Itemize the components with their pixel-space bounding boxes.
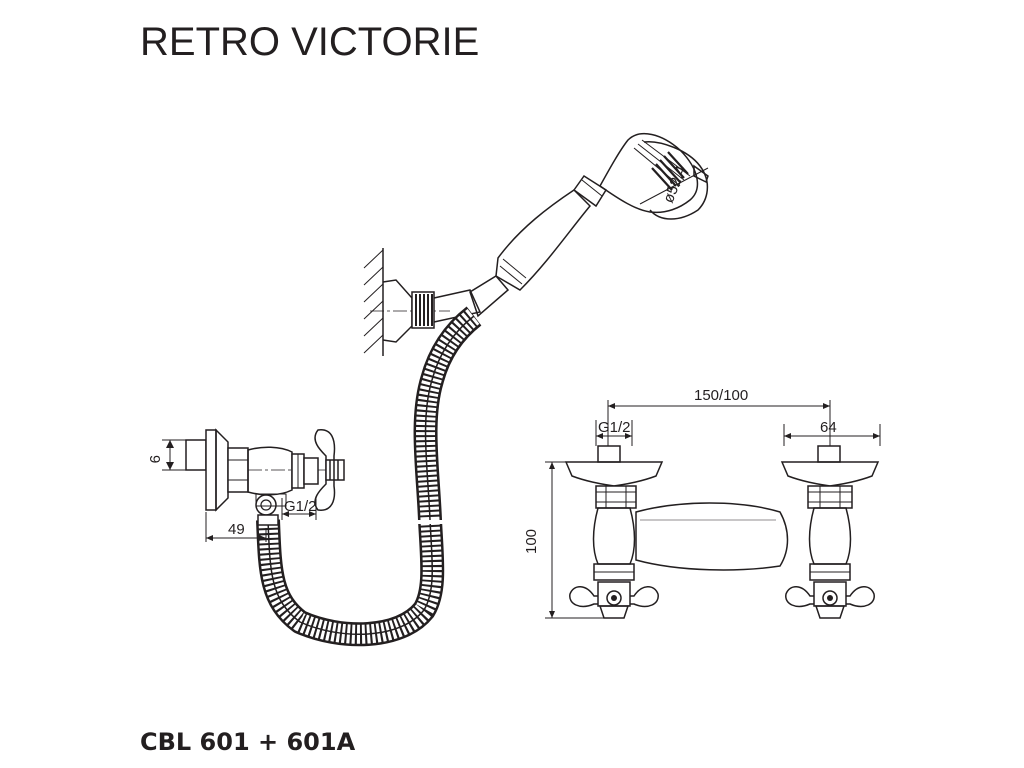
shower-hose [256,306,482,647]
front-thread-label: G1/2 [598,419,631,436]
dim-spacing-label: 150/100 [694,387,748,404]
side-thread-label: G1/2 [284,498,317,515]
diameter-label: ø52.4 [660,164,690,206]
dim-width-label: 64 [820,419,837,436]
side-view: 9 G1/2 49 [146,428,345,542]
model-number: CBL 601 + 601A [140,728,356,756]
wall-holder [363,248,482,356]
hand-shower: ø52.4 [469,132,709,318]
dim-49-label: 49 [228,521,245,538]
dim-9-label: 9 [146,455,163,463]
dim-height-label: 100 [523,529,540,554]
page-title: RETRO VICTORIE [140,20,480,64]
front-view: 150/100 G1/2 64 100 [523,387,881,619]
